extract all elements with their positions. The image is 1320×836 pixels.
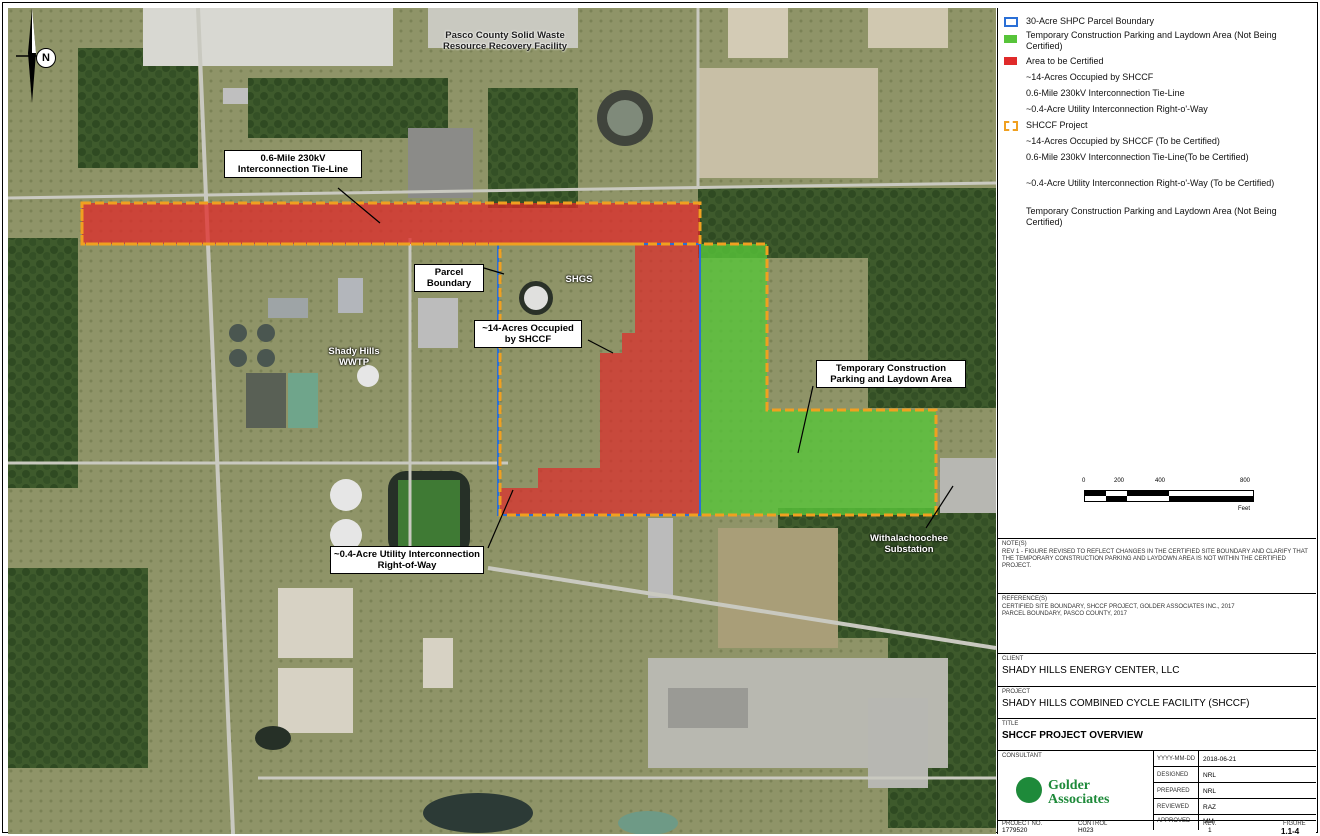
pasco-label: Pasco County Solid Waste Resource Recove…: [442, 30, 568, 52]
title-label: TITLE: [1002, 721, 1019, 727]
north-label: N: [36, 48, 56, 68]
golder-logo: Golder Associates: [1016, 773, 1136, 813]
project-value: SHADY HILLS COMBINED CYCLE FACILITY (SHC…: [1002, 698, 1250, 709]
occupied-callout: ~14-Acres Occupied by SHCCF: [474, 320, 582, 348]
references-line2: PARCEL BOUNDARY, PASCO COUNTY, 2017: [1002, 611, 1127, 617]
tie-line-area: [82, 203, 700, 244]
parcel-swatch-icon: [1004, 17, 1018, 27]
tieline-callout: 0.6-Mile 230kV Interconnection Tie-Line: [224, 150, 362, 178]
withla-label: Withalachoochee Substation: [869, 533, 949, 555]
project-label: PROJECT: [1002, 689, 1031, 695]
aerial-map[interactable]: Pasco County Solid Waste Resource Recove…: [8, 8, 996, 834]
temp-area-callout: Temporary Construction Parking and Laydo…: [816, 360, 966, 388]
project-swatch-icon: [1004, 121, 1018, 131]
wwtp-label: Shady Hills WWTP: [328, 346, 380, 368]
shgs-label: SHGS: [565, 274, 593, 285]
scale-bar: 0 200 400 800 Feet: [1078, 478, 1258, 518]
notes-text: REV 1 - FIGURE REVISED TO REFLECT CHANGE…: [1002, 549, 1308, 569]
references-line1: CERTIFIED SITE BOUNDARY, SHCCF PROJECT, …: [1002, 604, 1235, 610]
figure-number: 1.1-4: [1281, 827, 1300, 836]
title-value: SHCCF PROJECT OVERVIEW: [1002, 730, 1143, 741]
notes-heading: NOTE(S): [1002, 541, 1027, 547]
globe-icon: [1016, 777, 1042, 803]
legend-panel: 30-Acre SHPC Parcel Boundary Temporary C…: [997, 8, 1316, 836]
client-label: CLIENT: [1002, 656, 1024, 662]
references-heading: REFERENCE(S): [1002, 596, 1048, 602]
occupied-area: [500, 244, 700, 515]
aerial-imagery: [8, 8, 996, 834]
row-callout: ~0.4-Acre Utility Interconnection Right-…: [330, 546, 484, 574]
client-value: SHADY HILLS ENERGY CENTER, LLC: [1002, 665, 1180, 676]
temp-swatch-icon: [1004, 35, 1017, 43]
temporary-area: [700, 244, 936, 515]
parcel-callout: Parcel Boundary: [414, 264, 484, 292]
consultant-label: CONSULTANT: [1002, 753, 1042, 759]
certified-swatch-icon: [1004, 57, 1017, 65]
